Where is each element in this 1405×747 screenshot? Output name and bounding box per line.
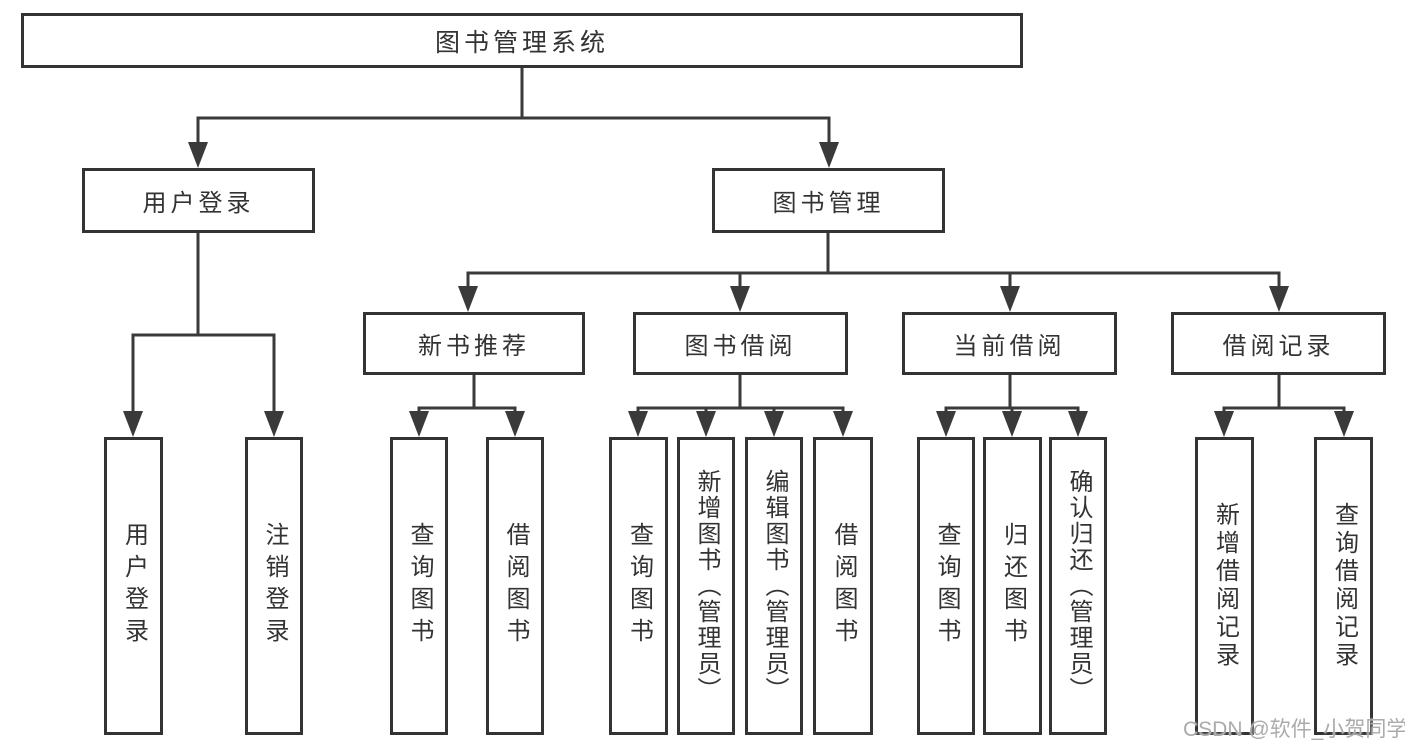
node-label: 确认归还（管理员） [1065, 469, 1092, 703]
node-label: 借阅图书 [830, 522, 857, 650]
node-label: 当前借阅 [953, 333, 1066, 360]
node-borrow-record: 借阅记录 [1171, 312, 1386, 375]
node-label: 图书管理 [772, 190, 885, 217]
node-book-borrow: 图书借阅 [633, 312, 848, 375]
arrowhead-icon [1214, 411, 1234, 437]
node-label: 新增借阅记录 [1211, 502, 1239, 670]
node-leaf-query-book-1: 查询图书 [390, 437, 448, 735]
arrowhead-icon [188, 142, 208, 168]
node-label: 用户登录 [142, 190, 255, 217]
arrowhead-icon [1000, 286, 1020, 312]
node-label: 查询借阅记录 [1330, 502, 1358, 670]
node-leaf-logout: 注销登录 [245, 437, 303, 735]
arrowhead-icon [1002, 411, 1022, 437]
node-label: 借阅记录 [1222, 333, 1335, 360]
arrowhead-icon [505, 411, 525, 437]
node-leaf-add-book: 新增图书（管理员） [677, 437, 735, 735]
node-label: 借阅图书 [502, 522, 529, 650]
arrowhead-icon [833, 411, 853, 437]
node-leaf-add-record: 新增借阅记录 [1195, 437, 1254, 735]
node-label: 新书推荐 [418, 333, 530, 360]
arrowhead-icon [264, 411, 284, 437]
node-label: 查询图书 [625, 522, 653, 650]
node-leaf-query-book-2: 查询图书 [609, 437, 668, 735]
arrowhead-icon [696, 411, 716, 437]
watermark: CSDN @软件_小贺同学 [1183, 718, 1405, 741]
node-label: 用户登录 [120, 522, 148, 650]
arrowhead-icon [409, 411, 429, 437]
arrowhead-icon [1068, 411, 1088, 437]
node-leaf-confirm-return: 确认归还（管理员） [1049, 437, 1107, 735]
node-new-book: 新书推荐 [363, 312, 585, 375]
node-leaf-query-book-3: 查询图书 [917, 437, 975, 735]
node-label: 查询图书 [933, 522, 960, 650]
arrowhead-icon [628, 411, 648, 437]
node-label: 查询图书 [406, 522, 433, 650]
node-current-borrow: 当前借阅 [902, 312, 1117, 375]
node-leaf-user-login: 用户登录 [104, 437, 163, 735]
node-label: 新增图书（管理员） [693, 469, 720, 703]
arrowhead-icon [764, 411, 784, 437]
node-root: 图书管理系统 [21, 13, 1023, 68]
arrowhead-icon [1334, 411, 1354, 437]
node-label: 注销登录 [261, 522, 288, 650]
node-book-mgmt: 图书管理 [712, 168, 945, 233]
node-label: 图书管理系统 [434, 28, 609, 57]
node-leaf-query-record: 查询借阅记录 [1314, 437, 1373, 735]
node-leaf-borrow-book-2: 借阅图书 [813, 437, 873, 735]
node-label: 归还图书 [999, 522, 1027, 650]
arrowhead-icon [458, 286, 478, 312]
node-leaf-edit-book: 编辑图书（管理员） [745, 437, 803, 735]
arrowhead-icon [1269, 286, 1289, 312]
arrowhead-icon [730, 286, 750, 312]
node-label: 图书借阅 [684, 333, 797, 360]
node-label: 编辑图书（管理员） [761, 469, 788, 703]
node-user-login: 用户登录 [82, 168, 315, 233]
node-leaf-return-book: 归还图书 [983, 437, 1042, 735]
arrowhead-icon [123, 411, 143, 437]
arrowhead-icon [819, 142, 839, 168]
node-leaf-borrow-book-1: 借阅图书 [486, 437, 544, 735]
arrowhead-icon [936, 411, 956, 437]
